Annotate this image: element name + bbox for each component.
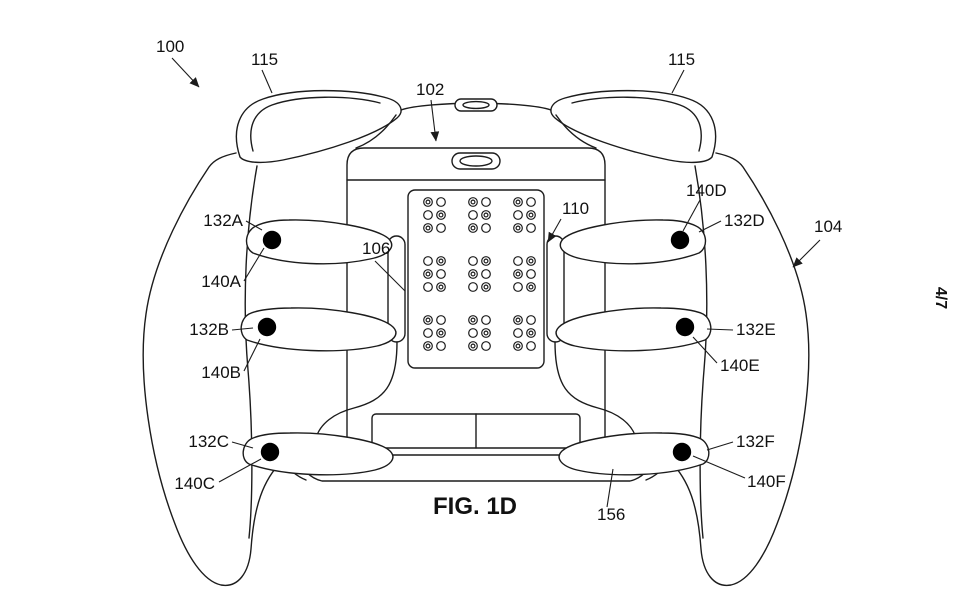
braille-pin-grid bbox=[423, 197, 536, 351]
ref-label-100: 100 bbox=[156, 37, 184, 56]
figure-caption: FIG. 1D bbox=[433, 493, 517, 520]
left-bumper bbox=[235, 89, 402, 164]
left-grip-outline bbox=[142, 152, 283, 586]
leader-156 bbox=[606, 468, 614, 508]
ref-label-140E: 140E bbox=[720, 356, 760, 375]
ref-label-132D: 132D bbox=[724, 211, 765, 230]
left-bumper-inner-line bbox=[250, 96, 381, 152]
battery-latch-slot bbox=[459, 155, 493, 167]
controller-rear-view bbox=[142, 89, 810, 587]
left-bumper-panel-join bbox=[355, 114, 397, 149]
leader-100 bbox=[171, 57, 200, 88]
paddle-132A bbox=[245, 219, 393, 265]
leader-110 bbox=[547, 218, 562, 243]
ref-label-106: 106 bbox=[362, 239, 390, 258]
ref-label-140A: 140A bbox=[201, 272, 241, 291]
paddle-group-left bbox=[240, 219, 406, 476]
panel-outline bbox=[346, 147, 606, 456]
ref-label-102: 102 bbox=[416, 80, 444, 99]
leader-140D bbox=[682, 199, 701, 232]
reference-labels: 100 115 102 115 140D 132A 132D 104 110 1… bbox=[156, 37, 949, 524]
screw-140C bbox=[260, 442, 280, 462]
ref-label-132B: 132B bbox=[189, 320, 229, 339]
paddle-132B bbox=[240, 307, 397, 352]
ref-label-140D: 140D bbox=[686, 181, 727, 200]
ref-label-156: 156 bbox=[597, 505, 625, 524]
ref-label-132A: 132A bbox=[203, 211, 243, 230]
ref-label-104: 104 bbox=[814, 217, 842, 236]
leader-140E bbox=[692, 336, 718, 364]
sheet-number: 4/7 bbox=[932, 287, 949, 309]
leader-115-left bbox=[261, 69, 273, 94]
top-tab bbox=[454, 98, 498, 112]
ref-label-115-right: 115 bbox=[668, 50, 695, 69]
leader-102 bbox=[430, 99, 440, 142]
left-body-contour bbox=[244, 165, 258, 539]
leader-132B bbox=[231, 327, 254, 331]
ref-label-132C: 132C bbox=[188, 432, 229, 451]
ref-label-110: 110 bbox=[562, 199, 589, 218]
leader-132C bbox=[231, 441, 254, 449]
leader-132A bbox=[245, 220, 263, 231]
leader-lines bbox=[171, 57, 821, 508]
ref-label-132F: 132F bbox=[736, 432, 775, 451]
ref-label-140F: 140F bbox=[747, 472, 786, 491]
back-panel bbox=[295, 98, 657, 482]
leader-132F bbox=[706, 441, 734, 451]
screw-140A bbox=[262, 230, 282, 250]
ref-label-140B: 140B bbox=[201, 363, 241, 382]
leader-132E bbox=[706, 328, 734, 331]
leader-140C bbox=[218, 458, 262, 483]
ref-label-140C: 140C bbox=[174, 474, 215, 493]
screw-140B bbox=[257, 317, 277, 337]
leader-140B bbox=[243, 338, 261, 372]
paddle-132C bbox=[242, 432, 394, 476]
leader-115-right bbox=[671, 69, 685, 94]
paddle-lower-connector-left bbox=[315, 341, 398, 439]
leader-106 bbox=[374, 260, 406, 292]
leader-104 bbox=[792, 239, 821, 268]
leader-132D bbox=[698, 220, 722, 233]
ref-label-132E: 132E bbox=[736, 320, 776, 339]
top-tab-slot bbox=[462, 100, 490, 110]
ref-label-115-left: 115 bbox=[251, 50, 278, 69]
leader-140F bbox=[692, 455, 746, 479]
controller-body-left bbox=[142, 89, 402, 586]
leader-140A bbox=[243, 247, 265, 282]
